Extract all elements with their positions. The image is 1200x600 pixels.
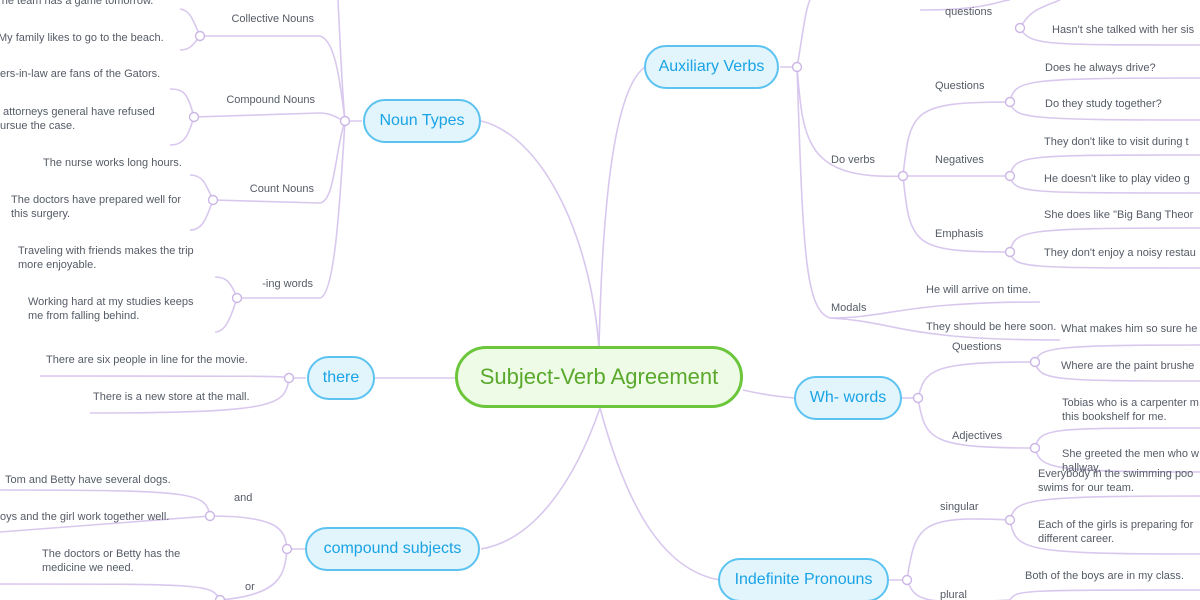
subtopic-compound-nouns[interactable]: Compound Nouns	[226, 94, 315, 106]
example-compound-1[interactable]: ers-in-law are fans of the Gators.	[0, 68, 161, 80]
branch-indefinite-pronouns[interactable]: Indefinite Pronouns	[718, 558, 889, 600]
example-wh-questions-2[interactable]: Where are the paint brushe	[1061, 360, 1195, 372]
example-count-1[interactable]: The nurse works long hours.	[43, 157, 182, 169]
example-adjectives-1[interactable]: Tobias who is a carpenter m this bookshe…	[1062, 397, 1199, 423]
subtopic-or[interactable]: or	[245, 581, 255, 593]
example-there-1[interactable]: There are six people in line for the mov…	[46, 354, 248, 366]
example-count-2[interactable]: The doctors have prepared well for this …	[11, 194, 181, 220]
example-adjectives-2[interactable]: She greeted the men who w hallway.	[1062, 448, 1199, 474]
example-wh-questions-1[interactable]: What makes him so sure he	[1061, 323, 1198, 335]
example-modals-2[interactable]: They should be here soon.	[926, 321, 1057, 333]
subtopic-emphasis[interactable]: Emphasis	[935, 228, 984, 240]
subtopic-modals[interactable]: Modals	[831, 302, 867, 314]
example-collective-2[interactable]: My family likes to go to the beach.	[0, 32, 164, 44]
example-negatives-2[interactable]: He doesn't like to play video g	[1044, 173, 1190, 185]
branch-compound-subjects[interactable]: compound subjects	[305, 527, 480, 571]
example-ing-1[interactable]: Traveling with friends makes the trip mo…	[18, 245, 194, 271]
subtopic-negatives[interactable]: Negatives	[935, 154, 984, 166]
root-topic[interactable]: Subject-Verb Agreement	[455, 346, 743, 408]
subtopic-singular[interactable]: singular	[940, 501, 979, 513]
example-or-1[interactable]: The doctors or Betty has the medicine we…	[42, 548, 181, 574]
example-aux-questions-1[interactable]: Hasn't she talked with her sis	[1052, 24, 1195, 36]
example-modals-1[interactable]: He will arrive on time.	[926, 284, 1032, 296]
subtopic-adjectives[interactable]: Adjectives	[952, 430, 1003, 442]
branch-noun-types[interactable]: Noun Types	[363, 99, 481, 143]
subtopic-collective-nouns[interactable]: Collective Nouns	[231, 13, 314, 25]
example-plural-1[interactable]: Both of the boys are in my class.	[1025, 570, 1184, 582]
subtopic-wh-questions[interactable]: Questions	[952, 341, 1002, 353]
subtopic-do-questions[interactable]: Questions	[935, 80, 985, 92]
subtopic-count-nouns[interactable]: Count Nouns	[249, 183, 314, 195]
subtopic-plural[interactable]: plural	[940, 589, 967, 600]
example-and-1[interactable]: Tom and Betty have several dogs.	[5, 474, 171, 486]
example-emphasis-1[interactable]: She does like "Big Bang Theor	[1044, 209, 1194, 221]
example-ing-2[interactable]: Working hard at my studies keeps me from…	[28, 296, 194, 322]
example-negatives-1[interactable]: They don't like to visit during t	[1044, 136, 1189, 148]
example-singular-1[interactable]: Everybody in the swimming poo swims for …	[1038, 468, 1194, 494]
branch-wh-words[interactable]: Wh- words	[794, 376, 902, 420]
example-singular-2[interactable]: Each of the girls is preparing for diffe…	[1038, 519, 1194, 545]
subtopic-do-verbs[interactable]: Do verbs	[831, 154, 876, 166]
branch-there[interactable]: there	[307, 356, 375, 400]
branch-auxiliary-verbs[interactable]: Auxiliary Verbs	[644, 45, 779, 89]
example-collective-1[interactable]: The team has a game tomorrow.	[0, 0, 154, 7]
example-emphasis-2[interactable]: They don't enjoy a noisy restau	[1044, 247, 1196, 259]
example-do-questions-1[interactable]: Does he always drive?	[1045, 62, 1156, 74]
example-compound-2[interactable]: attorneys general have refused ursue the…	[0, 106, 155, 132]
example-and-2[interactable]: oys and the girl work together well.	[0, 511, 170, 523]
subtopic-ing-words[interactable]: -ing words	[262, 278, 313, 290]
example-do-questions-2[interactable]: Do they study together?	[1045, 98, 1162, 110]
example-there-2[interactable]: There is a new store at the mall.	[93, 391, 250, 403]
subtopic-and[interactable]: and	[234, 492, 253, 504]
subtopic-aux-questions[interactable]: questions	[945, 6, 993, 18]
